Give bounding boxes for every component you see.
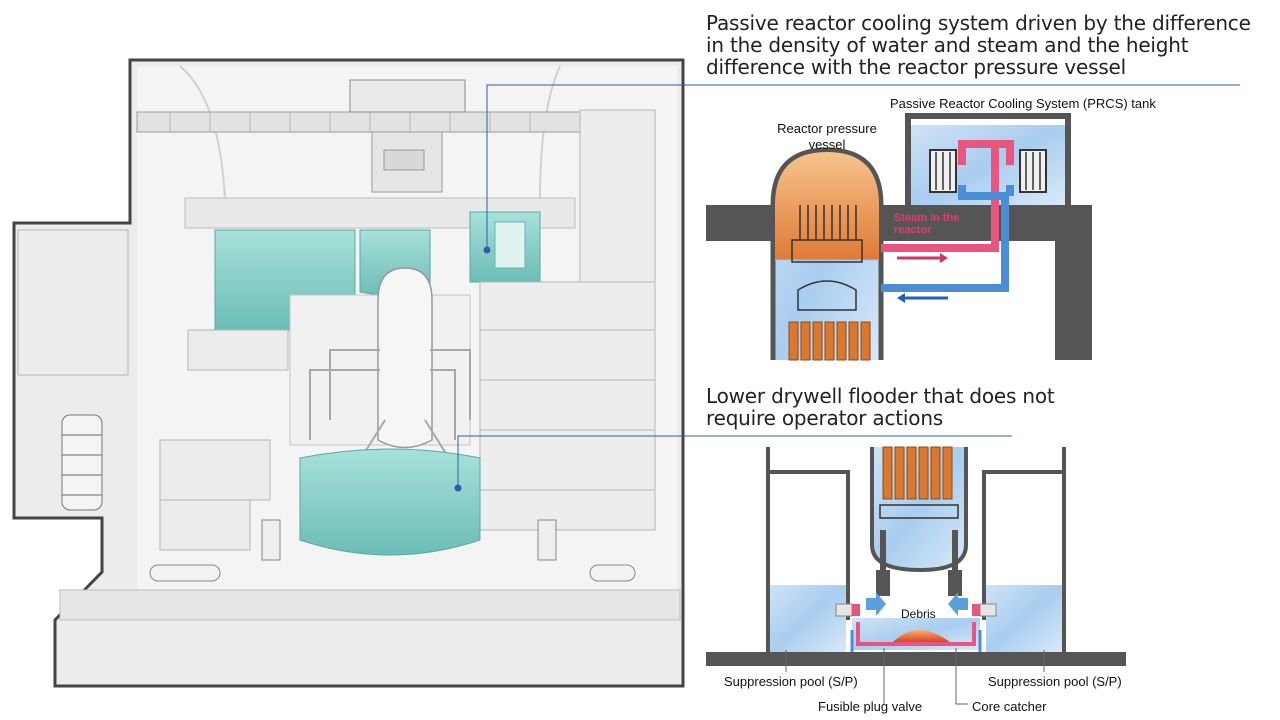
debris-mound [893, 630, 950, 642]
rpv-label: Reactor pressure vessel [777, 121, 877, 152]
suppression-pool-right [986, 585, 1062, 652]
steam-label: Steam in the reactor [894, 212, 960, 236]
suppression-pool-right-label: Suppression pool (S/P) [988, 674, 1122, 689]
steam-flow-arrow [897, 253, 948, 263]
reactor-building-cutaway [12, 58, 685, 688]
prcs-heading: Passive reactor cooling system driven by… [706, 11, 1251, 79]
fusible-plug-valve-icon [835, 603, 997, 617]
prcs-tank-label: Passive Reactor Cooling System (PRCS) ta… [890, 96, 1156, 111]
flooder-heading: Lower drywell flooder that does not requ… [706, 384, 1055, 430]
suppression-pool-left-label: Suppression pool (S/P) [724, 674, 858, 689]
debris-label: Debris [901, 607, 936, 621]
heat-exchanger-icon [929, 149, 1047, 193]
flow-arrow-right [948, 592, 968, 616]
suppression-pool-left [770, 585, 846, 652]
leader-lines [454, 84, 1240, 492]
fusible-plug-valve-label: Fusible plug valve [818, 699, 923, 714]
water-return-arrow [897, 293, 948, 303]
prcs-diagram [706, 113, 1092, 361]
fuel-core [788, 321, 871, 361]
flow-arrow-left [866, 592, 886, 616]
flooder-diagram [706, 446, 1126, 705]
core-catcher-label: Core catcher [972, 699, 1047, 714]
